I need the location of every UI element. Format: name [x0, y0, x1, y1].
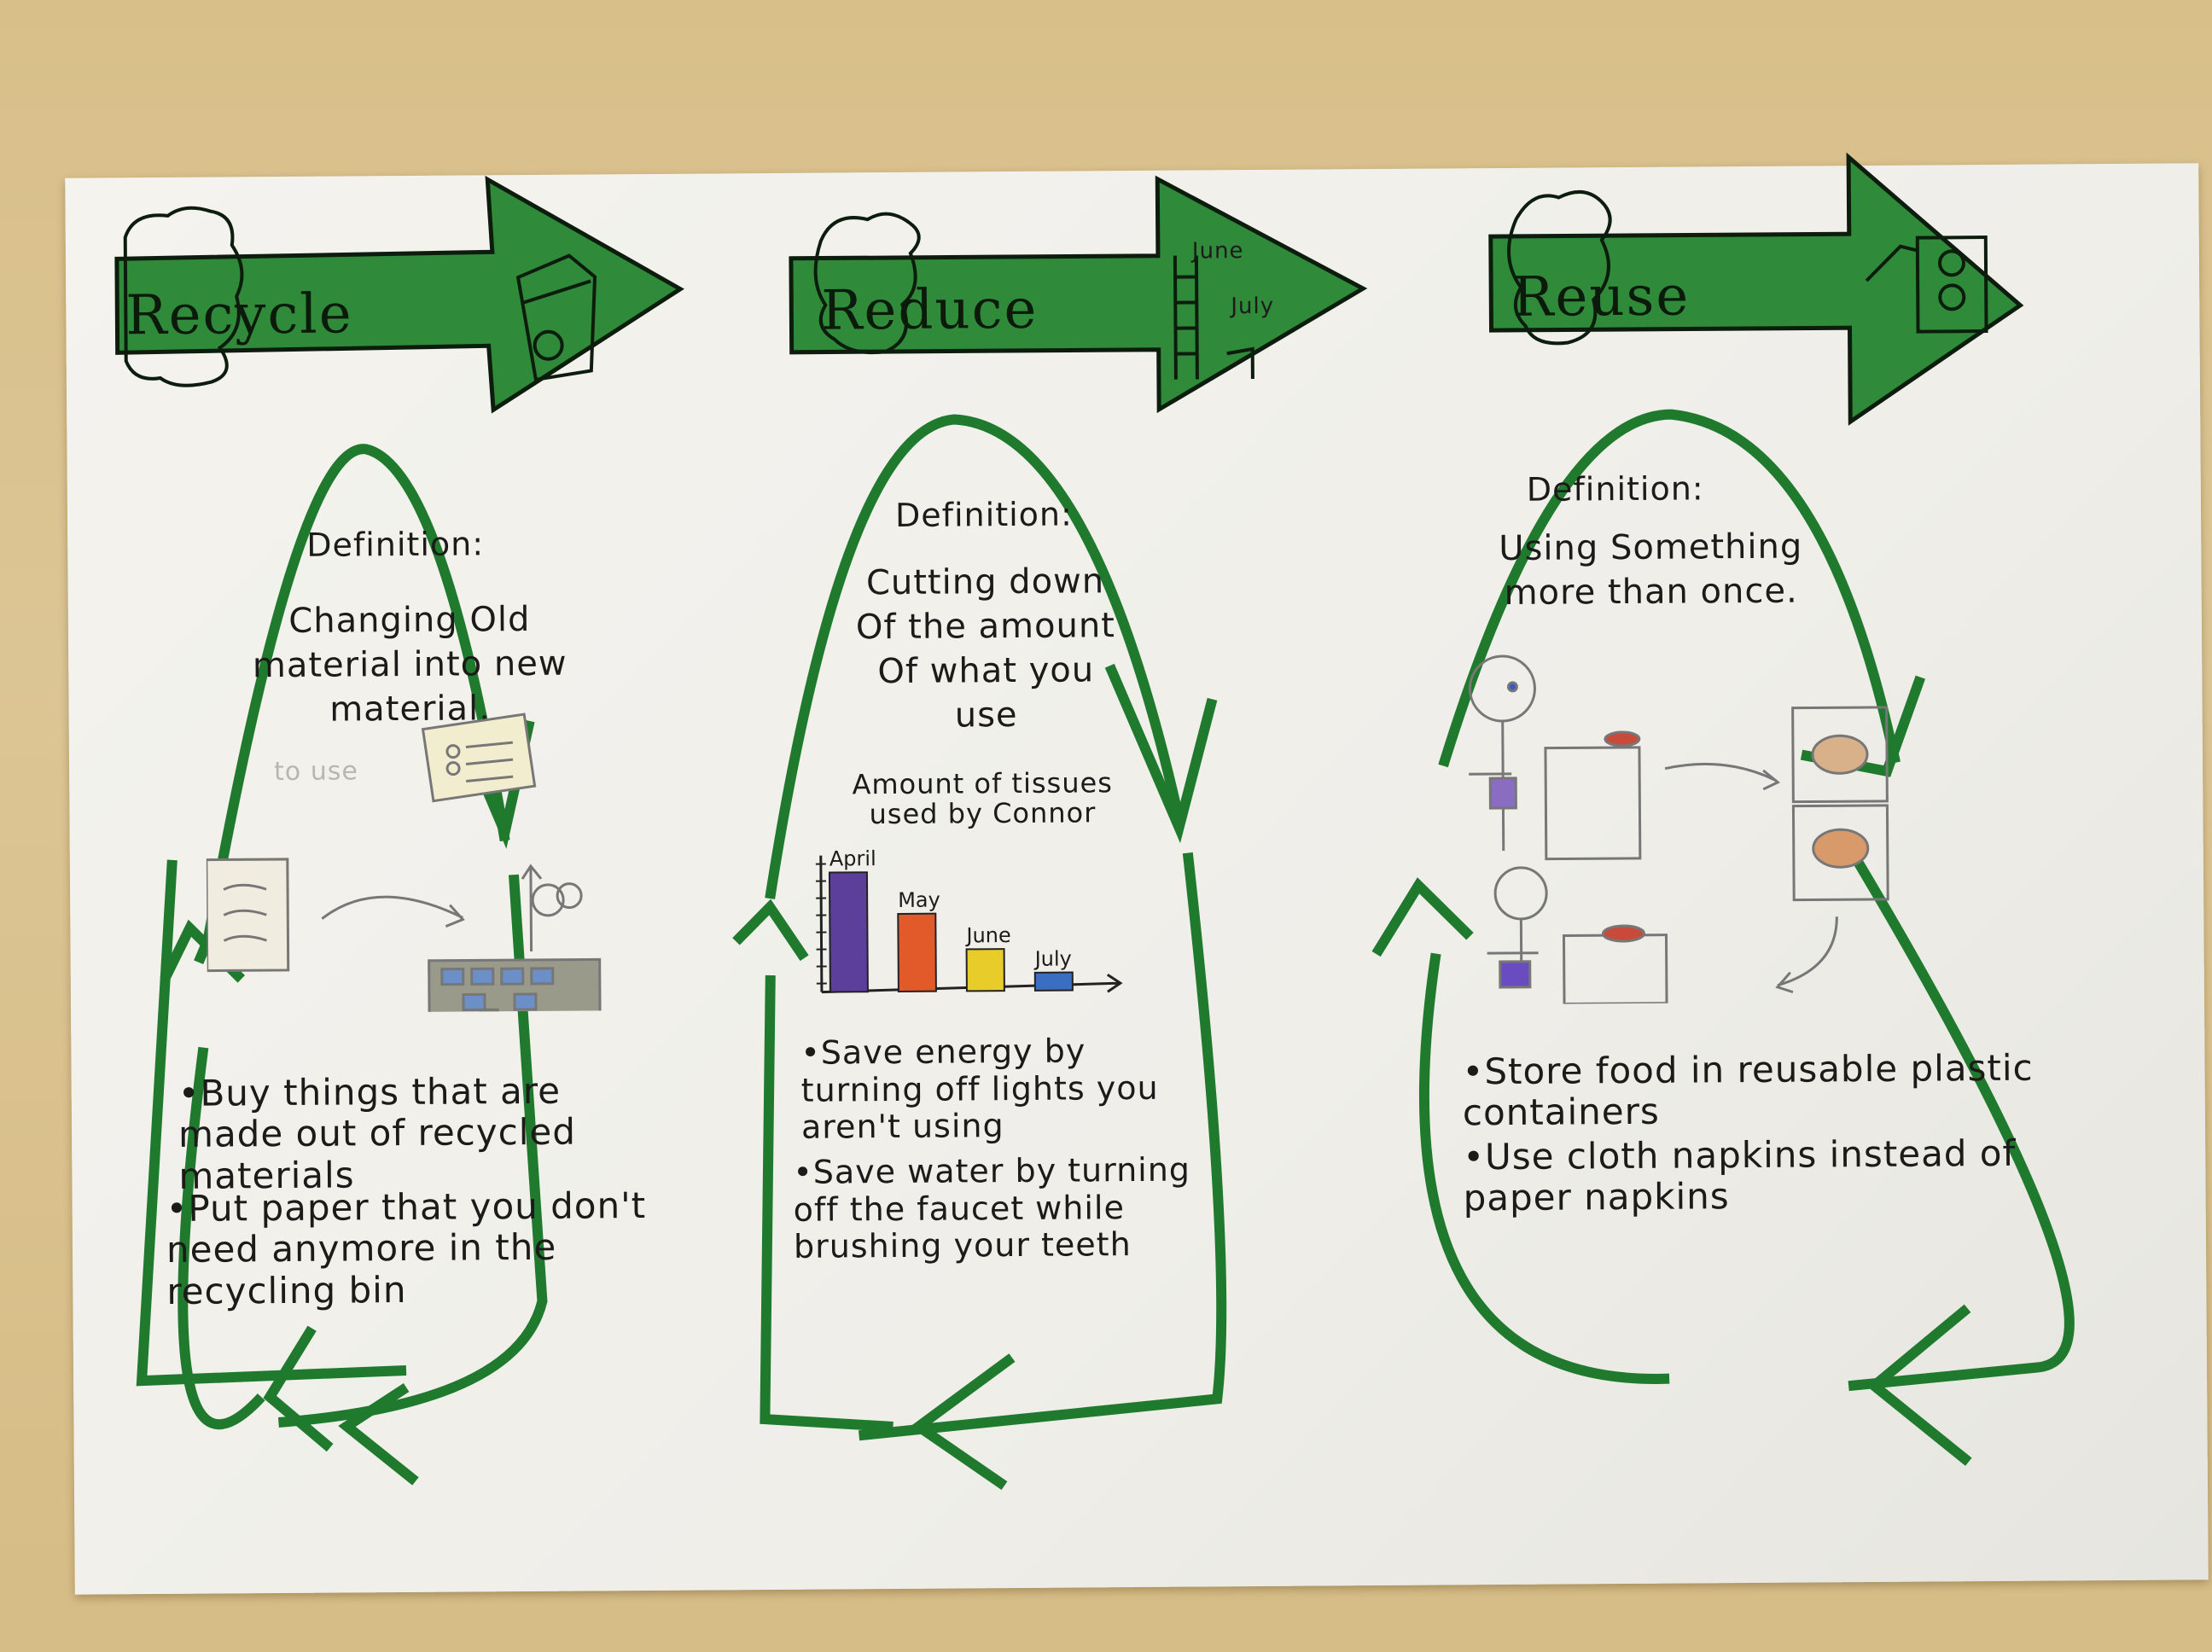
reuse-definition-label: Definition:	[1526, 469, 1704, 509]
reduce-bullet-2: •Save water by turning off the faucet wh…	[793, 1150, 1191, 1266]
recycle-section: Recycle Definition: Changing Old materia…	[65, 173, 758, 1595]
arrow-icon	[1775, 916, 1838, 994]
reuse-definition-text: Using Something more than once.	[1499, 526, 1803, 613]
reduce-definition-label: Definition:	[894, 495, 1073, 534]
container-icon	[1791, 706, 1889, 902]
reuse-arrow	[1488, 152, 2024, 426]
reduce-section: Reduce June July Definition: Cutting dow…	[732, 169, 1406, 1590]
factory-icon	[428, 864, 602, 1014]
chart-category-label: April	[830, 846, 876, 870]
reduce-arrow-label-july: July	[1231, 293, 1275, 320]
person-eating-icon	[1468, 654, 1642, 861]
dishwasher-icon	[1865, 236, 1988, 334]
arrow-icon	[321, 895, 465, 928]
cloud-icon	[1507, 190, 1612, 346]
reduce-cycle-arrows	[732, 414, 1227, 1491]
recycle-definition-label: Definition:	[306, 525, 485, 564]
chart-bar-may	[897, 912, 937, 992]
calendar-chart-icon	[1173, 255, 1254, 380]
reuse-bullet-1: •Store food in reusable plastic containe…	[1462, 1046, 2034, 1134]
chart-bar-july	[1033, 971, 1074, 992]
chart-y-axis	[819, 855, 824, 992]
arrow-icon	[1664, 762, 1781, 791]
recycle-bullet-1: •Buy things that are made out of recycle…	[178, 1069, 577, 1197]
chart-category-label: June	[964, 923, 1010, 947]
chart-title: Amount of tissues used by Connor	[852, 766, 1114, 831]
cloud-icon	[123, 206, 244, 387]
reduce-arrow	[789, 175, 1368, 414]
reduce-bullet-1: •Save energy by turning off lights you a…	[800, 1032, 1159, 1147]
person-eating-icon	[1487, 866, 1668, 1005]
chart-category-label: July	[1033, 947, 1072, 971]
reuse-illustration	[1468, 654, 1889, 1005]
document-icon	[421, 713, 537, 803]
recycling-bin-icon	[515, 253, 597, 382]
reuse-bullet-2: •Use cloth napkins instead of paper napk…	[1463, 1131, 2017, 1219]
chart-category-label: May	[898, 888, 940, 912]
chart-bar-june	[965, 948, 1005, 992]
reuse-title: Reuse	[1511, 265, 1691, 329]
recycle-title: Recycle	[125, 282, 353, 348]
recycle-arrow	[114, 175, 684, 414]
reduce-title: Reduce	[821, 277, 1039, 343]
reuse-section: Reuse Definition: Using Something more t…	[1371, 152, 2209, 1585]
reduce-definition-text: Cutting down Of the amount Of what you u…	[855, 561, 1116, 736]
chart-bar-april	[828, 871, 869, 993]
recycle-illustration	[205, 713, 602, 1014]
poster-paper: Recycle Definition: Changing Old materia…	[65, 152, 2209, 1595]
recycle-bullet-2: •Put paper that you don't need anymore i…	[166, 1184, 647, 1312]
cloud-icon	[813, 212, 921, 355]
paper-sheet-icon	[205, 858, 290, 973]
reduce-arrow-label-june: June	[1191, 238, 1244, 265]
